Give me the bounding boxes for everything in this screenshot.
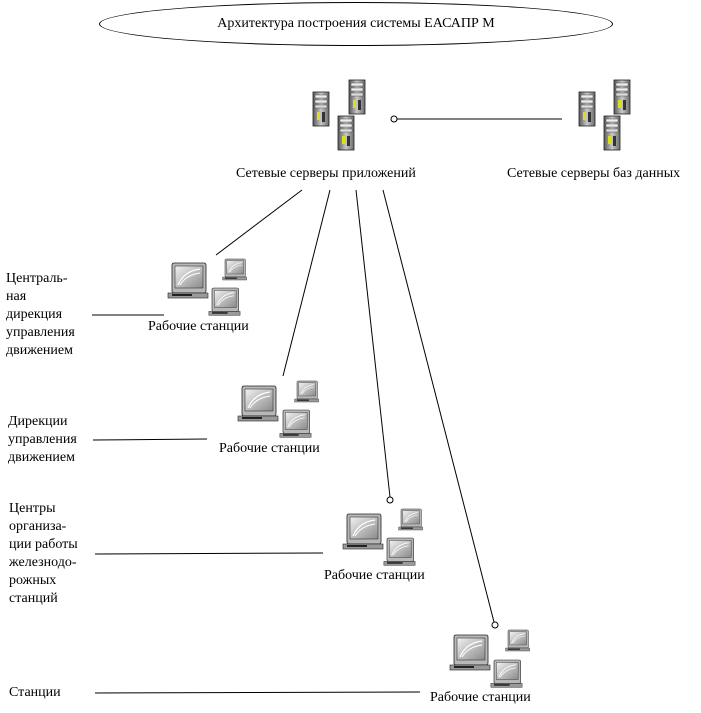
workstation-group-1-icon bbox=[167, 258, 247, 316]
level-connectors bbox=[92, 314, 421, 694]
workstation-group-2-label: Рабочие станции bbox=[219, 441, 320, 456]
app-db-connector bbox=[390, 115, 562, 123]
server-to-workstation-connectors bbox=[215, 189, 499, 629]
workstation-group-2-icon bbox=[237, 380, 319, 438]
level-directorates: Дирекции управления движением bbox=[8, 414, 77, 465]
diagram-title-text: Архитектура построения системы ЕАСАПР М bbox=[217, 16, 495, 31]
workstation-group-4-label: Рабочие станции bbox=[430, 690, 531, 705]
workstation-group-1-label: Рабочие станции bbox=[148, 319, 249, 334]
diagram-title: Архитектура построения системы ЕАСАПР М bbox=[99, 2, 613, 46]
app-servers-icon bbox=[312, 79, 366, 151]
level-station-centers: Центры организа- ции работы железнодо- р… bbox=[9, 501, 78, 606]
workstation-group-3-icon bbox=[342, 508, 423, 566]
db-servers-label: Сетевые серверы баз данных bbox=[507, 166, 681, 181]
db-servers-icon bbox=[578, 79, 631, 151]
level-central-directorate: Централь- ная дирекция управления движен… bbox=[6, 271, 75, 358]
workstation-group-3-label: Рабочие станции bbox=[324, 568, 425, 583]
app-servers-label: Сетевые серверы приложений bbox=[236, 166, 416, 181]
workstation-group-4-icon bbox=[449, 629, 530, 688]
level-stations: Станции bbox=[9, 685, 61, 700]
